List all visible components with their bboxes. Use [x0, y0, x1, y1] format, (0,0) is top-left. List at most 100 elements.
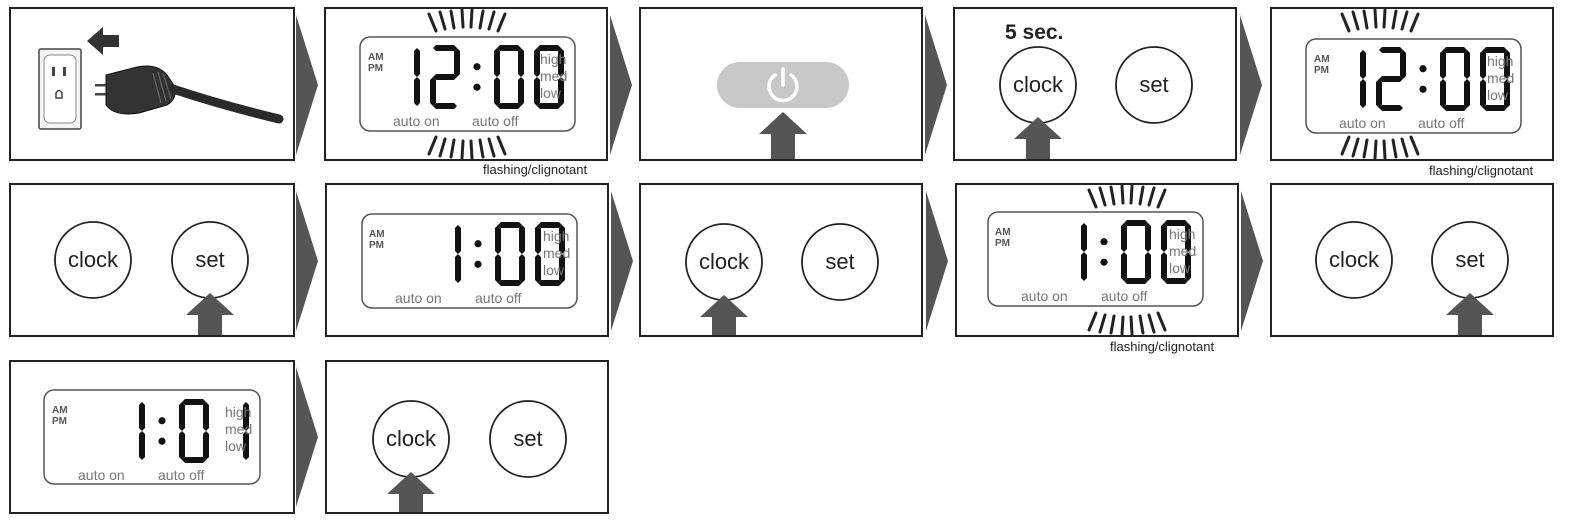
set-button-label: set [825, 249, 854, 274]
lcd-segment-d [433, 103, 457, 109]
step-display-flashing-panel: AM PM high med low auto on auto off [1270, 7, 1554, 161]
set-button-label: set [1455, 247, 1484, 272]
step-display-flashing-panel: AM PM high med low auto on auto off [955, 183, 1239, 337]
flashing-caption: flashing/clignotant [1429, 163, 1534, 178]
set-button[interactable] [489, 400, 567, 478]
lcd-segment-b [414, 48, 420, 77]
lcd-segment-a [498, 222, 522, 228]
lcd-segment-a [538, 222, 562, 228]
auto-off-label: auto off [158, 467, 205, 483]
lcd-segment-b [518, 48, 524, 77]
lcd-colon-dot [1100, 258, 1108, 266]
set-button-label: set [1139, 72, 1168, 97]
set-button[interactable] [1115, 46, 1193, 124]
mode-low-label: low [540, 85, 562, 101]
lcd-segment-d [537, 103, 561, 109]
lcd-segment-c [1504, 79, 1510, 108]
lcd-segment-a [1443, 47, 1467, 53]
lcd-segment-c [243, 431, 249, 460]
lcd-segment-b [519, 225, 525, 254]
pm-indicator: PM [995, 238, 1010, 249]
lcd-segment-d [1164, 278, 1188, 284]
lcd-segment-a [433, 45, 457, 51]
lcd-segment-c [414, 77, 420, 106]
lcd-segment-f [535, 225, 541, 254]
auto-on-label: auto on [1021, 288, 1068, 304]
flash-rays-top [1087, 185, 1167, 209]
mode-low-label: low [543, 262, 565, 278]
lcd-segment-d [538, 280, 562, 286]
lcd-segment-c [203, 431, 209, 460]
lcd-segment-d [182, 457, 206, 463]
lcd-segment-e [534, 77, 540, 106]
lcd-segment-a [537, 45, 561, 51]
up-arrow-icon [759, 112, 807, 159]
up-arrow-icon [387, 472, 435, 512]
clock-button[interactable] [1315, 221, 1393, 299]
auto-on-label: auto on [393, 113, 440, 129]
lcd-segment-a [182, 399, 206, 405]
step-display-flashing-panel: AM PM high med low auto on auto off [324, 7, 608, 161]
lcd-segment-f [1440, 50, 1446, 79]
auto-off-label: auto off [472, 113, 519, 129]
lcd-digits [1360, 47, 1510, 111]
lcd-segment-c [139, 431, 145, 460]
lcd-segment-f [534, 48, 540, 77]
lcd-segment-f [495, 225, 501, 254]
clock-button-label: clock [1013, 72, 1064, 97]
lcd-segment-f [1121, 223, 1127, 252]
mode-high-label: high [543, 228, 569, 244]
lcd-segment-e [494, 77, 500, 106]
up-arrow-icon [1446, 293, 1494, 335]
lcd-segment-d [1483, 105, 1507, 111]
lcd-segment-c [518, 77, 524, 106]
lcd-segment-b [203, 402, 209, 431]
lcd-segment-f [1161, 223, 1167, 252]
lcd-colon-dot [1419, 85, 1427, 93]
flashing-caption: flashing/clignotant [1110, 339, 1215, 354]
lcd-segment-b [1504, 50, 1510, 79]
lcd-segment-e [495, 254, 501, 283]
step-press-clock-panel: clock set [639, 183, 923, 337]
lcd-segment-b [454, 48, 460, 77]
lcd-segment-b [243, 402, 249, 431]
am-indicator: AM [369, 229, 385, 240]
am-indicator: AM [995, 227, 1011, 238]
lcd-segment-e [1440, 79, 1446, 108]
chevron-right-icon [296, 15, 318, 155]
lcd-segment-c [455, 254, 461, 283]
lcd-segment-c [1464, 79, 1470, 108]
hold-duration-label: 5 sec. [1005, 21, 1063, 44]
am-indicator: AM [1314, 54, 1330, 65]
lcd-segment-e [179, 431, 185, 460]
up-arrow-icon [1014, 117, 1062, 159]
lcd-segment-b [1185, 223, 1191, 252]
lcd-segment-e [1376, 79, 1382, 108]
clock-button-label: clock [699, 249, 750, 274]
lcd-digits [1081, 220, 1191, 284]
set-button-label: set [513, 426, 542, 451]
clock-button-label: clock [68, 247, 119, 272]
lcd-colon-dot [473, 83, 481, 91]
lcd-segment-b [139, 402, 145, 431]
clock-button[interactable] [54, 221, 132, 299]
lcd-segment-c [559, 254, 565, 283]
lcd-colon-dot [1419, 65, 1427, 73]
lcd-segment-b [455, 225, 461, 254]
chevron-right-icon [1241, 191, 1263, 331]
lcd-segment-e [1161, 252, 1167, 281]
set-button[interactable] [801, 223, 879, 301]
lcd-segment-b [559, 225, 565, 254]
lcd-segment-a [497, 45, 521, 51]
mode-high-label: high [1169, 226, 1195, 242]
flash-rays-bottom [1087, 311, 1167, 335]
flash-rays-bottom [427, 135, 507, 159]
auto-off-label: auto off [1418, 115, 1465, 131]
lcd-segment-c [1360, 79, 1366, 108]
mode-low-label: low [1487, 87, 1509, 103]
lcd-segment-d [1124, 278, 1148, 284]
plug-outlet-icon [38, 27, 284, 130]
set-button-label: set [195, 247, 224, 272]
step-display-panel: AM PM high med low auto on auto off [9, 360, 295, 514]
mode-med-label: med [540, 68, 567, 84]
